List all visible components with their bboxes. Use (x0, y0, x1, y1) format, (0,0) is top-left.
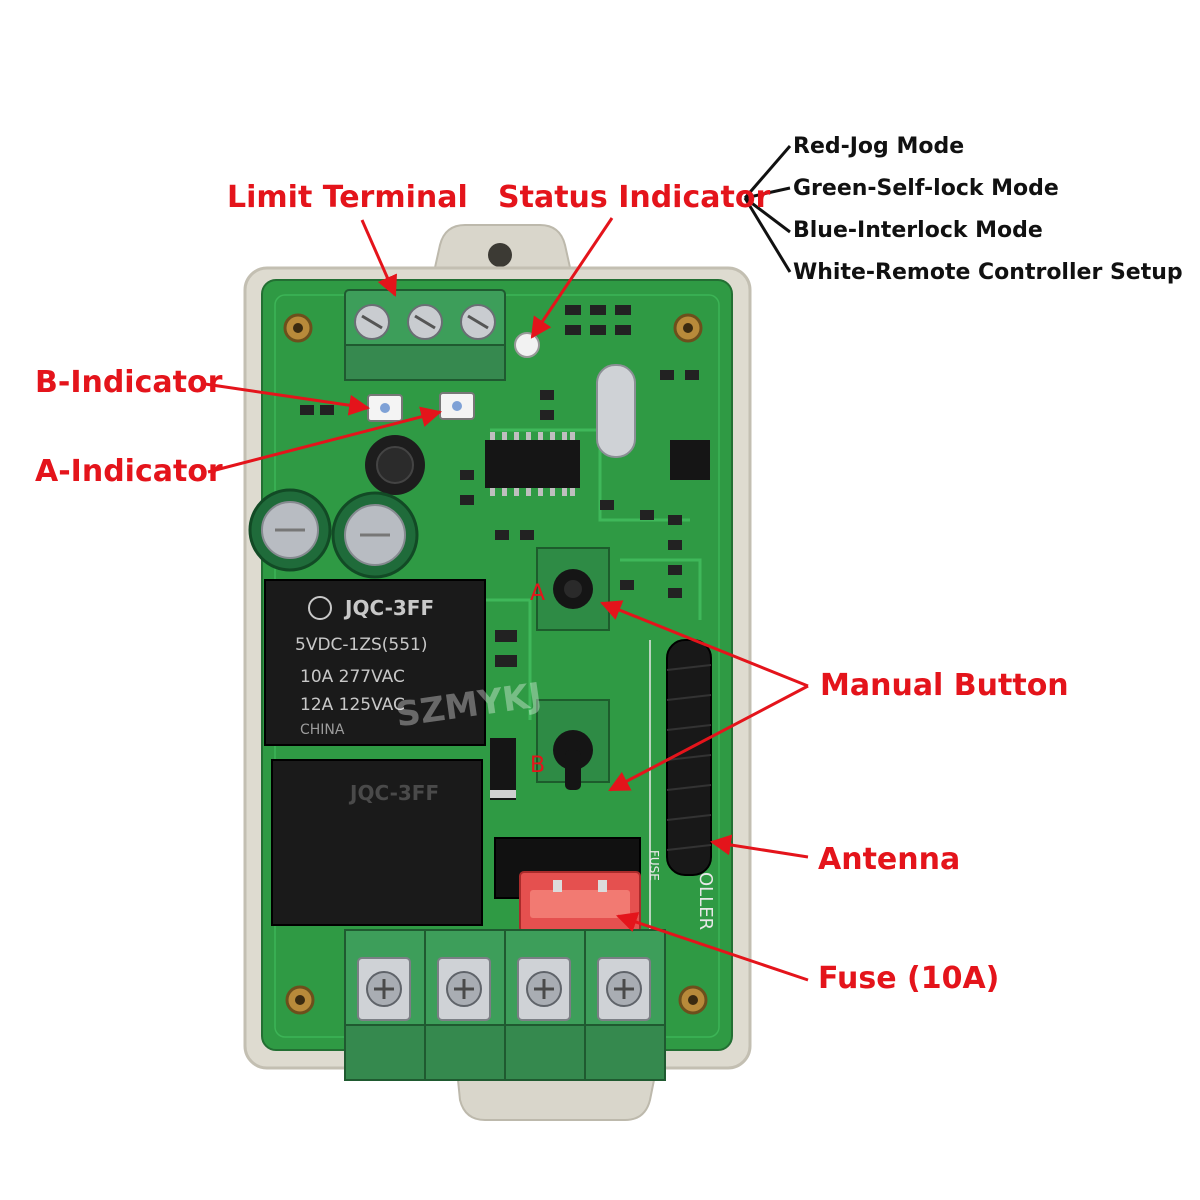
antenna-arrow (709, 834, 809, 859)
a-indicator-led (439, 392, 475, 420)
mode-blue-interlock: Blue-Interlock Mode (793, 218, 1043, 243)
limit-terminal-arrow (360, 219, 397, 297)
status-indicator-label: Status Indicator (498, 180, 771, 215)
fuse-label: Fuse (10A) (818, 961, 1000, 996)
limit-terminal-label: Limit Terminal (227, 180, 468, 215)
ic-chip-main (485, 432, 580, 496)
b-indicator-arrow (204, 382, 371, 416)
a-indicator-arrow (207, 406, 443, 474)
status-indicator-arrow (530, 217, 614, 339)
antenna-label: Antenna (818, 842, 961, 877)
ic-chip-small (670, 440, 710, 480)
controller-silkscreen: OLLER (695, 872, 716, 930)
fuse-silkscreen: FUSE (647, 850, 661, 881)
relay-1 (264, 579, 486, 746)
relay-spec-3: 12A 125VAC (300, 695, 405, 715)
manual-button-label: Manual Button (820, 668, 1069, 703)
manual-button-arrow-a (600, 600, 809, 688)
board-markings: JQC-3FF 5VDC-1ZS(551) 10A 277VAC 12A 125… (295, 581, 716, 930)
b-indicator-led (367, 394, 403, 422)
a-indicator-label: A-Indicator (35, 454, 223, 489)
relay-brand: JQC-3FF (343, 596, 434, 620)
mode-red-jog: Red-Jog Mode (793, 134, 965, 159)
fuse-holder (494, 837, 641, 933)
button-a-label: A (530, 581, 545, 606)
mode-green-self-lock: Green-Self-lock Mode (793, 176, 1059, 201)
relay-origin: CHINA (300, 722, 345, 738)
relay-2 (271, 759, 483, 926)
mode-branch-lines (743, 145, 792, 273)
inductor (365, 435, 425, 495)
relay-2-brand: JQC-3FF (348, 781, 439, 805)
limit-terminal-block (344, 289, 506, 381)
fuse-arrow (616, 912, 809, 982)
crystal-oscillator (596, 364, 636, 458)
manual-button-b (536, 699, 610, 790)
relay-spec-1: 5VDC-1ZS(551) (295, 635, 428, 655)
mode-white-remote-setup: White-Remote Controller Setup (793, 260, 1183, 285)
antenna-coil (666, 639, 712, 876)
smd-components (300, 305, 699, 667)
diode (490, 738, 516, 800)
relay-spec-2: 10A 277VAC (300, 667, 405, 687)
status-led (514, 332, 540, 358)
manual-button-a (536, 547, 610, 631)
power-terminal-block (344, 929, 666, 1081)
button-b-label: B (530, 753, 545, 778)
b-indicator-label: B-Indicator (35, 365, 223, 400)
callout-arrows (204, 217, 809, 982)
electrolytic-capacitor-1 (248, 488, 332, 572)
electrolytic-capacitor-2 (331, 491, 419, 579)
manual-button-arrow-b (608, 684, 809, 792)
